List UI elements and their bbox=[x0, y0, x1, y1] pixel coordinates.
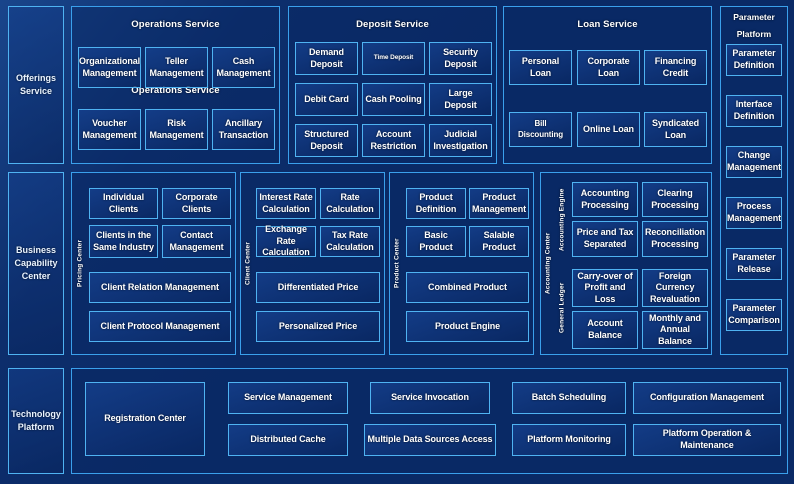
row-label-offerings-service: Offerings Service bbox=[8, 6, 64, 164]
leaf-personal-loan[interactable]: Personal Loan bbox=[509, 50, 572, 85]
parameter-platform-title-line2: Platform bbox=[736, 29, 772, 39]
leaf-registration-center[interactable]: Registration Center bbox=[85, 382, 205, 456]
leaf-accounting-processing[interactable]: Accounting Processing bbox=[572, 182, 638, 217]
business-label-line3: Center bbox=[21, 271, 51, 282]
leaf-cash-pooling[interactable]: Cash Pooling bbox=[362, 83, 425, 116]
group-title-loan-service: Loan Service bbox=[577, 19, 638, 30]
leaf-parameter-release[interactable]: Parameter Release bbox=[726, 248, 782, 280]
leaf-platform-monitoring[interactable]: Platform Monitoring bbox=[512, 424, 626, 456]
leaf-debit-card[interactable]: Debit Card bbox=[295, 83, 358, 116]
vlabel-accounting-engine: Accounting Engine bbox=[558, 188, 566, 252]
leaf-service-management[interactable]: Service Management bbox=[228, 382, 348, 414]
leaf-product-engine[interactable]: Product Engine bbox=[406, 311, 529, 342]
leaf-product-management[interactable]: Product Management bbox=[469, 188, 529, 219]
leaf-interface-definition[interactable]: Interface Definition bbox=[726, 95, 782, 127]
leaf-client-protocol-management[interactable]: Client Protocol Management bbox=[89, 311, 231, 342]
vlabel-accounting-center: Accounting Center bbox=[544, 232, 552, 295]
leaf-online-loan[interactable]: Online Loan bbox=[577, 112, 640, 147]
leaf-financing-credit[interactable]: Financing Credit bbox=[644, 50, 707, 85]
leaf-structured-deposit[interactable]: Structured Deposit bbox=[295, 124, 358, 157]
leaf-clients-in-the-same-industry[interactable]: Clients in the Same Industry bbox=[89, 225, 158, 258]
leaf-bill-discounting[interactable]: Bill Discounting bbox=[509, 112, 572, 147]
leaf-cash-management[interactable]: Cash Management bbox=[212, 47, 275, 88]
vlabel-pricing-center: Pricing Center bbox=[76, 239, 84, 288]
leaf-clearing-processing[interactable]: Clearing Processing bbox=[642, 182, 708, 217]
leaf-differentiated-price[interactable]: Differentiated Price bbox=[256, 272, 380, 303]
leaf-salable-product[interactable]: Salable Product bbox=[469, 226, 529, 257]
leaf-ancillary-transaction[interactable]: Ancillary Transaction bbox=[212, 109, 275, 150]
parameter-platform-title-line1: Parameter bbox=[733, 12, 775, 22]
leaf-foreign-currency-revaluation[interactable]: Foreign Currency Revaluation bbox=[642, 269, 708, 307]
group-title-operations-service: Operations Service bbox=[131, 19, 220, 30]
leaf-personalized-price[interactable]: Personalized Price bbox=[256, 311, 380, 342]
leaf-tax-rate-calculation[interactable]: Tax Rate Calculation bbox=[320, 226, 380, 257]
technology-label-line1: Technology bbox=[11, 408, 61, 419]
leaf-voucher-management[interactable]: Voucher Management bbox=[78, 109, 141, 150]
leaf-organizational-management[interactable]: Organizational Management bbox=[78, 47, 141, 88]
leaf-demand-deposit[interactable]: Demand Deposit bbox=[295, 42, 358, 75]
offerings-label-line1: Offerings bbox=[15, 72, 56, 83]
leaf-change-management[interactable]: Change Management bbox=[726, 146, 782, 178]
vlabel-general-ledger: General Ledger bbox=[558, 282, 566, 334]
business-label-line2: Capability bbox=[14, 257, 58, 268]
leaf-distributed-cache[interactable]: Distributed Cache bbox=[228, 424, 348, 456]
vlabel-client-center: Client Center bbox=[244, 241, 252, 286]
offerings-label-line2: Service bbox=[19, 86, 52, 96]
technology-label-line2: Platform bbox=[17, 422, 55, 432]
leaf-parameter-comparison[interactable]: Parameter Comparison bbox=[726, 299, 782, 331]
leaf-price-and-tax-separated[interactable]: Price and Tax Separated bbox=[572, 221, 638, 257]
leaf-process-management[interactable]: Process Management bbox=[726, 197, 782, 229]
leaf-configuration-management[interactable]: Configuration Management bbox=[633, 382, 781, 414]
parameter-platform-title: Parameter Platform bbox=[720, 9, 788, 43]
leaf-interest-rate-calculation[interactable]: Interest Rate Calculation bbox=[256, 188, 316, 219]
leaf-exchange-rate-calculation[interactable]: Exchange Rate Calculation bbox=[256, 224, 316, 257]
leaf-rate-calculation[interactable]: Rate Calculation bbox=[320, 188, 380, 219]
leaf-product-definition[interactable]: Product Definition bbox=[406, 188, 466, 219]
leaf-corporate-clients[interactable]: Corporate Clients bbox=[162, 188, 231, 219]
leaf-reconciliation-processing[interactable]: Reconciliation Processing bbox=[642, 221, 708, 257]
leaf-parameter-definition[interactable]: Parameter Definition bbox=[726, 44, 782, 76]
vlabel-product-center: Product Center bbox=[393, 238, 401, 289]
leaf-security-deposit[interactable]: Security Deposit bbox=[429, 42, 492, 75]
leaf-multiple-data-sources-access[interactable]: Multiple Data Sources Access bbox=[364, 424, 496, 456]
leaf-time-deposit[interactable]: Time Deposit bbox=[362, 42, 425, 75]
leaf-contact-management[interactable]: Contact Management bbox=[162, 225, 231, 258]
leaf-account-balance[interactable]: Account Balance bbox=[572, 311, 638, 349]
leaf-syndicated-loan[interactable]: Syndicated Loan bbox=[644, 112, 707, 147]
row-label-business-capability-center: Business Capability Center bbox=[8, 172, 64, 355]
business-label-line1: Business bbox=[15, 244, 56, 255]
group-title-operations-service-duplicate: Operations Service bbox=[131, 85, 220, 96]
leaf-individual-clients[interactable]: Individual Clients bbox=[89, 188, 158, 219]
leaf-combined-product[interactable]: Combined Product bbox=[406, 272, 529, 303]
leaf-teller-management[interactable]: Teller Management bbox=[145, 47, 208, 88]
row-label-technology-platform: Technology Platform bbox=[8, 368, 64, 474]
leaf-monthly-and-annual-balance[interactable]: Monthly and Annual Balance bbox=[642, 311, 708, 349]
leaf-client-relation-management[interactable]: Client Relation Management bbox=[89, 272, 231, 303]
leaf-large-deposit[interactable]: Large Deposit bbox=[429, 83, 492, 116]
leaf-risk-management[interactable]: Risk Management bbox=[145, 109, 208, 150]
group-title-deposit-service: Deposit Service bbox=[356, 19, 429, 30]
leaf-batch-scheduling[interactable]: Batch Scheduling bbox=[512, 382, 626, 414]
leaf-carry-over-of-profit-and-loss[interactable]: Carry-over of Profit and Loss bbox=[572, 269, 638, 307]
leaf-basic-product[interactable]: Basic Product bbox=[406, 226, 466, 257]
leaf-platform-operation-maintenance[interactable]: Platform Operation & Maintenance bbox=[633, 424, 781, 456]
leaf-judicial-investigation[interactable]: Judicial Investigation bbox=[429, 124, 492, 157]
leaf-corporate-loan[interactable]: Corporate Loan bbox=[577, 50, 640, 85]
leaf-service-invocation[interactable]: Service Invocation bbox=[370, 382, 490, 414]
leaf-account-restriction[interactable]: Account Restriction bbox=[362, 124, 425, 157]
